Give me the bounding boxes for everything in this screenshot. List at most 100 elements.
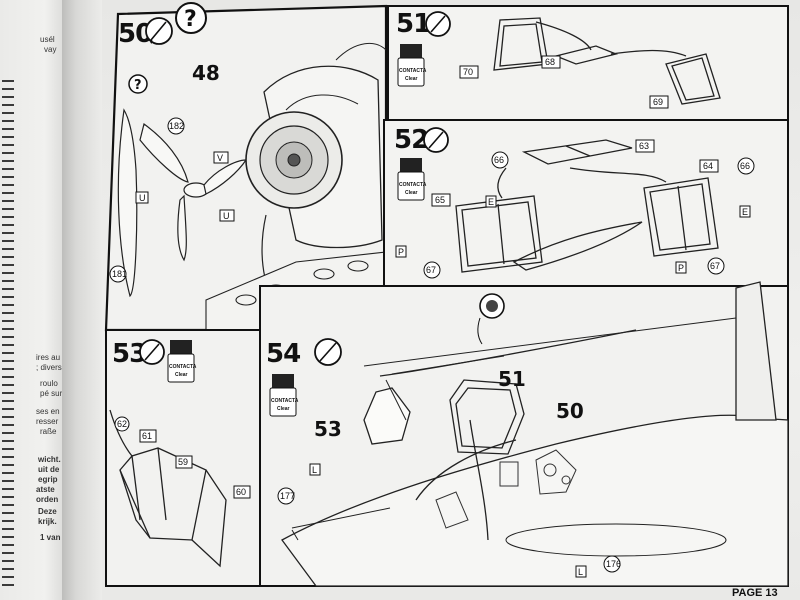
- canopy-parts-drawing: [363, 379, 525, 455]
- svg-text:66: 66: [494, 155, 504, 165]
- paint-brush-icon: [145, 17, 173, 45]
- svg-text:70: 70: [463, 67, 473, 77]
- svg-text:181: 181: [112, 269, 127, 279]
- panel-step-52: 52 CONTACTA Clear 66 63 64 66 65 67: [383, 119, 789, 287]
- page-number: PAGE 13: [732, 587, 778, 599]
- left-fragment: atste: [36, 485, 55, 494]
- left-fragment: ses en: [36, 407, 60, 416]
- part-callout: 67: [707, 257, 725, 275]
- decal-marker: U: [219, 209, 235, 222]
- part-callout: 59: [175, 455, 193, 469]
- dash-margin-top: [2, 80, 16, 592]
- svg-text:V: V: [217, 153, 223, 163]
- paint-brush-icon: [139, 339, 165, 365]
- cement-bottle-icon: CONTACTA Clear: [167, 340, 197, 383]
- left-fragment: ires au: [36, 353, 61, 362]
- part-label: 53: [314, 417, 342, 441]
- part-callout: 181: [109, 265, 127, 283]
- cement-bottle-icon: CONTACTA Clear: [397, 158, 427, 201]
- decal-marker: P: [395, 245, 407, 258]
- svg-text:Clear: Clear: [405, 190, 418, 196]
- paint-brush-icon: [314, 338, 342, 366]
- part-callout: 65: [431, 193, 451, 207]
- part-label: 48: [192, 61, 220, 85]
- propeller-drawing: [117, 108, 248, 298]
- svg-text:CONTACTA: CONTACTA: [271, 398, 299, 404]
- decal-marker: P: [675, 261, 687, 274]
- part-callout: 64: [699, 159, 719, 173]
- left-fragment: wicht.: [38, 455, 61, 464]
- left-fragment: uit de: [38, 465, 60, 474]
- left-fragment: vay: [44, 45, 57, 54]
- svg-text:L: L: [312, 465, 317, 475]
- svg-text:L: L: [578, 567, 583, 577]
- part-callout: 69: [649, 95, 669, 109]
- antenna-wire-drawing: [291, 317, 737, 557]
- part-callout: 176: [603, 555, 621, 573]
- instruction-page: 50 ? ? 48 182 181: [96, 0, 800, 600]
- left-fragment: resser: [36, 417, 59, 426]
- svg-text:CONTACTA: CONTACTA: [399, 182, 427, 188]
- decal-marker: L: [309, 463, 321, 476]
- step-number: 52: [394, 125, 428, 155]
- canopy-assembly-drawing: [109, 409, 227, 568]
- svg-text:Clear: Clear: [405, 76, 418, 82]
- svg-text:68: 68: [545, 57, 555, 67]
- svg-text:E: E: [742, 207, 748, 217]
- step-number: 51: [396, 9, 430, 39]
- part-callout: 67: [423, 261, 441, 279]
- part-callout: 63: [635, 139, 655, 153]
- help-icon: ?: [175, 2, 207, 34]
- svg-text:P: P: [398, 247, 404, 257]
- part-callout: 66: [737, 157, 755, 175]
- left-fragment: raße: [40, 427, 57, 436]
- svg-text:U: U: [223, 211, 230, 221]
- panel-step-53: 53 CONTACTA Clear 62 61 59 60: [105, 329, 261, 587]
- canopy-frames-drawing: [455, 139, 719, 273]
- left-fragment: usél: [40, 35, 55, 44]
- part-label: 51: [498, 367, 526, 391]
- left-fragment: egrip: [38, 475, 58, 484]
- left-fragment: orden: [36, 495, 59, 504]
- decal-marker: U: [135, 191, 149, 204]
- bottle-label: CONTACTA: [399, 68, 427, 74]
- part-callout: 66: [491, 151, 509, 169]
- paint-brush-icon: [423, 127, 449, 153]
- svg-text:176: 176: [606, 559, 621, 569]
- left-fragment: pé sur: [40, 389, 63, 398]
- panel-step-51: 51 CONTACTA Clear 70 68 69: [387, 5, 789, 121]
- svg-text:U: U: [139, 193, 146, 203]
- cement-bottle-icon: CONTACTA Clear: [397, 44, 427, 87]
- part-callout: 182: [167, 117, 185, 135]
- left-facing-page: usél vay ires au ; divers roulo pé sur s…: [0, 0, 64, 600]
- svg-text:Clear: Clear: [175, 372, 188, 378]
- svg-text:59: 59: [178, 457, 188, 467]
- decal-marker: E: [739, 205, 751, 218]
- svg-text:60: 60: [236, 487, 246, 497]
- panel-step-54: 54 CONTACTA Clear: [259, 281, 789, 587]
- engine-cowling-drawing: [245, 42, 387, 321]
- cement-bottle-icon: CONTACTA Clear: [269, 374, 299, 417]
- decal-marker: L: [575, 565, 587, 578]
- svg-text:62: 62: [117, 419, 127, 429]
- svg-text:67: 67: [426, 265, 436, 275]
- thread-spool-icon: [477, 293, 505, 345]
- part-callout: 62: [114, 416, 130, 432]
- svg-text:63: 63: [639, 141, 649, 151]
- instruction-drawings: 50 ? ? 48 182 181: [104, 2, 789, 599]
- decal-marker: V: [213, 151, 229, 164]
- cockpit-details-drawing: [435, 449, 577, 529]
- left-fragment: krijk.: [38, 517, 57, 526]
- part-label: 50: [556, 399, 584, 423]
- decal-marker: E: [485, 195, 497, 208]
- left-fragment: ; divers: [36, 363, 62, 372]
- book-gutter: [62, 0, 102, 600]
- left-fragment: 1 van: [40, 533, 61, 542]
- part-callout: 68: [541, 55, 561, 69]
- svg-text:64: 64: [703, 161, 713, 171]
- step-number: 54: [266, 339, 300, 369]
- paint-brush-icon: [425, 11, 451, 37]
- svg-text:E: E: [488, 197, 494, 207]
- svg-text:66: 66: [740, 161, 750, 171]
